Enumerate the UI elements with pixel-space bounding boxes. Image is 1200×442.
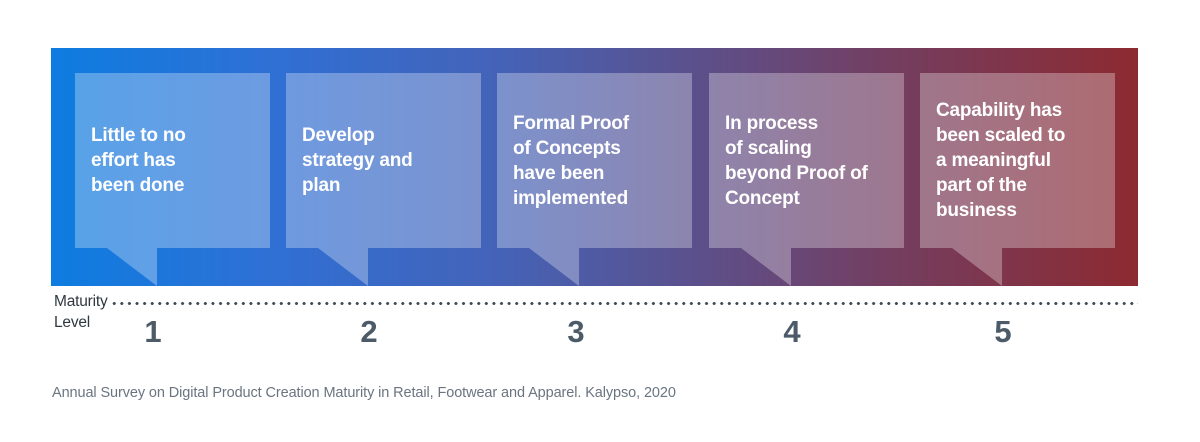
source-note: Annual Survey on Digital Product Creatio… bbox=[52, 385, 676, 401]
callout-bubble-level-1: Little to no effort has been done bbox=[75, 73, 270, 248]
callout-bubble-level-2: Develop strategy and plan bbox=[286, 73, 481, 248]
level-number-5: 5 bbox=[994, 314, 1012, 349]
callout-bubble-text: In process of scaling beyond Proof of Co… bbox=[725, 112, 868, 209]
level-number-3: 3 bbox=[567, 314, 585, 349]
callout-bubble-level-4: In process of scaling beyond Proof of Co… bbox=[709, 73, 904, 248]
callout-bubble-text: Formal Proof of Concepts have been imple… bbox=[513, 112, 629, 209]
callout-bubble-level-3: Formal Proof of Concepts have been imple… bbox=[497, 73, 692, 248]
level-number-1: 1 bbox=[144, 314, 162, 349]
level-number-4: 4 bbox=[783, 314, 801, 349]
dotted-axis-line bbox=[112, 300, 1138, 307]
callout-bubble-text: Develop strategy and plan bbox=[302, 125, 413, 196]
gradient-maturity-band bbox=[51, 48, 1138, 286]
callout-bubble-text: Capability has been scaled to a meaningf… bbox=[936, 100, 1066, 221]
callout-bubble-text: Little to no effort has been done bbox=[91, 125, 186, 196]
callout-bubble-level-5: Capability has been scaled to a meaningf… bbox=[920, 73, 1115, 248]
level-number-2: 2 bbox=[360, 314, 378, 349]
maturity-axis-label: Maturity Level bbox=[54, 293, 108, 331]
